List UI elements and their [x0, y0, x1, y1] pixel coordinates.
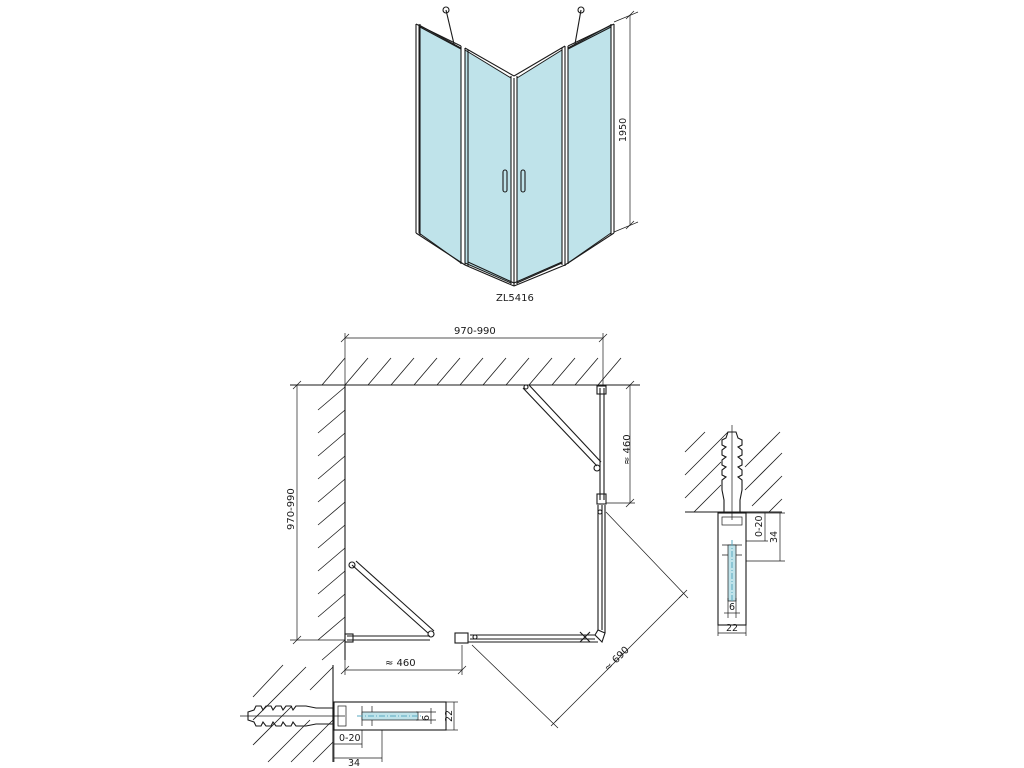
diagonal-dimension-label: ≈ 690 [602, 645, 631, 674]
left-handle-icon [502, 169, 508, 193]
left-wall-hatch [317, 386, 346, 661]
bottom-profile-detail: 0-20 34 6 22 [240, 664, 458, 768]
depth-dimension-label: 970-990 [286, 488, 297, 530]
right-fixed-panel [567, 24, 612, 264]
top-wall-hatch [321, 357, 622, 386]
bottom-adjust-label: 0-20 [339, 733, 361, 744]
right-profile-label: 22 [726, 623, 738, 634]
plan-view: 970-990 970-990 ≈ 460 [286, 326, 689, 729]
bottom-glass-label: 6 [421, 715, 432, 721]
right-adjust-label: 0-20 [754, 515, 765, 537]
width-dimension-label: 970-990 [454, 326, 496, 337]
right-glass-label: 6 [729, 602, 735, 613]
left-door-panel [464, 49, 512, 284]
right-depth-label: 34 [769, 531, 780, 543]
bottom-depth-label: 34 [348, 758, 360, 768]
bottom-profile-label: 22 [444, 710, 455, 722]
model-label: ZL5416 [496, 293, 534, 304]
height-dimension-label: 1950 [618, 118, 629, 142]
right-door-dimension-label: ≈ 460 [622, 434, 633, 465]
right-profile-detail: 0-20 34 6 22 [684, 425, 785, 636]
right-door-panel [516, 49, 563, 284]
right-handle-icon [520, 169, 526, 193]
left-fixed-panel [418, 24, 462, 264]
bottom-door-dimension-label: ≈ 460 [385, 658, 416, 669]
isometric-view: 1950 ZL5416 [415, 6, 639, 304]
